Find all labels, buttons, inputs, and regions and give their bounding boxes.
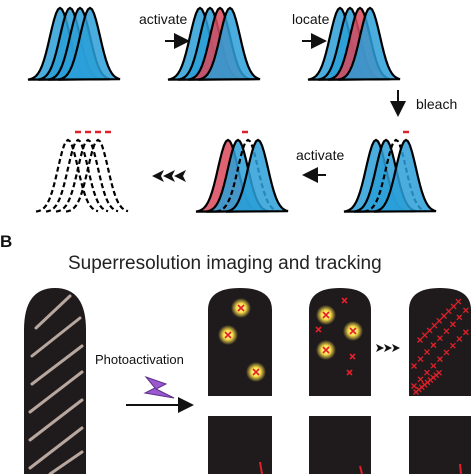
localization-marker xyxy=(462,307,469,314)
track-mark-3 xyxy=(459,463,462,474)
peak-group-3 xyxy=(307,6,401,81)
localization-marker xyxy=(411,363,417,369)
localization-marker xyxy=(443,349,450,356)
cell-frame-6 xyxy=(409,416,471,474)
frame-1-markers xyxy=(224,304,260,376)
peak-group-6 xyxy=(35,138,129,213)
peak-curve xyxy=(57,6,121,81)
cell-frame-2 xyxy=(309,288,371,396)
peak-curve xyxy=(55,138,119,213)
peak-group-1 xyxy=(27,6,121,81)
track-mark-1 xyxy=(259,461,263,474)
panel-b-letter: B xyxy=(0,232,13,251)
localization-marker xyxy=(431,322,438,329)
cell-frame-4 xyxy=(208,416,272,474)
label-activate-2: activate xyxy=(296,147,345,163)
localization-marker xyxy=(436,369,442,376)
panel-b-title: Superresolution imaging and tracking xyxy=(68,253,382,274)
localization-marker xyxy=(430,362,437,369)
localization-marker xyxy=(449,342,456,349)
cell-frame-3 xyxy=(409,288,471,396)
lightning-icon xyxy=(143,375,175,399)
localization-marker xyxy=(436,317,443,324)
label-locate: locate xyxy=(292,11,330,27)
localization-marker xyxy=(449,321,456,328)
localization-marker xyxy=(455,298,462,305)
peak-curve xyxy=(45,138,109,213)
localization-marker xyxy=(441,313,447,319)
localization-marker xyxy=(445,308,452,315)
peak-curve xyxy=(225,138,289,213)
triple-chevron-arrow xyxy=(152,170,186,182)
label-bleach: bleach xyxy=(416,96,458,112)
localization-marker xyxy=(417,356,424,362)
localization-marker xyxy=(424,349,430,356)
localization-marker xyxy=(421,332,428,339)
localization-marker xyxy=(436,335,443,342)
track-mark-2 xyxy=(359,465,363,474)
frame-3-localizations xyxy=(411,298,469,395)
localization-marker xyxy=(436,356,443,363)
localization-marker xyxy=(450,303,457,310)
localization-marker xyxy=(443,328,450,335)
localization-marker xyxy=(430,342,437,349)
localization-marker xyxy=(424,369,430,376)
filaments xyxy=(28,294,84,474)
peak-group-2 xyxy=(167,6,261,81)
localization-marker xyxy=(411,383,417,389)
localization-marker xyxy=(417,337,423,343)
panel-a xyxy=(27,6,437,213)
peak-group-4 xyxy=(343,138,437,213)
triple-chevron-b xyxy=(376,344,400,352)
cell-large xyxy=(24,288,86,474)
localization-marker xyxy=(426,327,433,334)
cell-frame-5 xyxy=(309,416,371,474)
photoactivation-label: Photoactivation xyxy=(95,352,184,367)
peak-curve xyxy=(337,6,401,81)
frame-2-markers xyxy=(315,297,357,376)
peak-group-5 xyxy=(195,138,289,213)
panel-b xyxy=(24,288,471,474)
peak-curve xyxy=(373,138,437,213)
localization-marker xyxy=(456,336,463,342)
localization-marker xyxy=(417,376,424,383)
label-activate-1: activate xyxy=(139,11,188,27)
peak-curve xyxy=(35,138,99,213)
peak-curve xyxy=(65,138,129,213)
localization-marker xyxy=(456,314,463,321)
localization-marker xyxy=(462,329,469,336)
peak-curve xyxy=(197,6,261,81)
